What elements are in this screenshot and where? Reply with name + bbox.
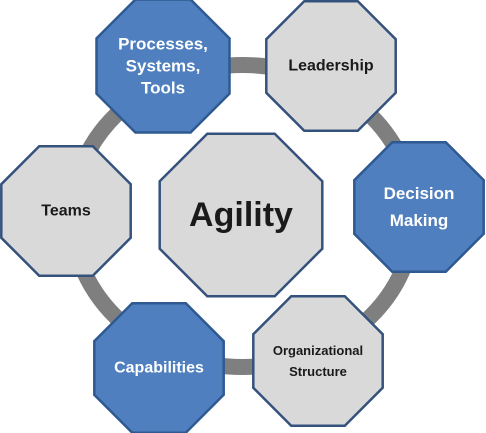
node-decision-making-label-line-1: Decision <box>384 184 455 203</box>
node-organizational-structure-label-line-1: Organizational <box>273 343 363 358</box>
node-processes-label-line-1: Processes, <box>118 35 208 54</box>
node-leadership-octagon <box>265 0 397 132</box>
node-processes: Processes, Systems, Tools <box>95 0 231 134</box>
node-capabilities-label-line-1: Capabilities <box>114 360 204 377</box>
center-node-octagon <box>158 132 324 298</box>
node-processes-label-line-2: Systems, <box>126 57 201 76</box>
node-processes-octagon <box>95 0 231 134</box>
node-leadership: Leadership <box>265 0 397 132</box>
node-teams-octagon <box>0 145 132 277</box>
node-decision-making-label-line-2: Making <box>390 211 449 230</box>
node-organizational-structure-label-line-2: Structure <box>289 364 347 379</box>
node-organizational-structure-octagon <box>252 295 384 427</box>
node-teams: Teams <box>0 145 132 277</box>
center-node: Agility <box>158 132 324 298</box>
node-capabilities: Capabilities <box>93 302 225 433</box>
node-processes-label-line-3: Tools <box>141 79 185 98</box>
node-decision-making-octagon <box>353 141 485 273</box>
node-leadership-label-line-1: Leadership <box>288 58 374 75</box>
node-teams-label-line-1: Teams <box>41 203 91 220</box>
center-node-label: Agility <box>189 196 293 234</box>
